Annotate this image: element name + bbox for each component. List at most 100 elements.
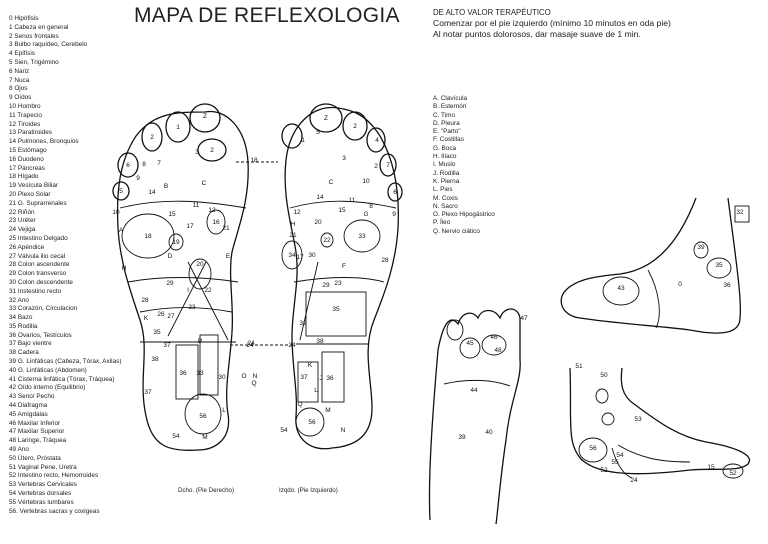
left-sole-zone-label: Q xyxy=(297,401,302,408)
right-sole-zone-label: 23 xyxy=(188,304,196,311)
right-sole-zone-label: 20 xyxy=(196,261,204,268)
right-sole-zone-label: 5 xyxy=(119,188,123,195)
right-sole-zone-label: B xyxy=(164,183,168,190)
foot-view-zone-label: 45 xyxy=(466,340,474,347)
numbered-zone-item: 9 Oídos xyxy=(9,94,32,102)
numbered-zone-item: 14 Pulmones, Bronquios xyxy=(9,138,79,146)
numbered-zone-item: 22 Riñón xyxy=(9,208,35,216)
lettered-zone-item: P. Íleo xyxy=(433,219,451,227)
numbered-zone-item: 36 Ovarios, Testículos xyxy=(9,331,72,339)
lettered-zone-item: O. Plexo Hipogástrico xyxy=(433,211,495,219)
left-sole-zone-label: C xyxy=(329,179,334,186)
right-sole-zone-label: 14 xyxy=(148,189,156,196)
foot-view-zone-label: 48 xyxy=(494,347,502,354)
numbered-zone-item: 44 Diafragma xyxy=(9,402,48,410)
right-sole-zone-label: 27 xyxy=(167,313,175,320)
numbered-zone-item: 20 Plexo Solar xyxy=(9,190,51,198)
left-sole-zone-label: K xyxy=(308,362,313,369)
numbered-zone-item: 51 Vaginal Pene, Uretra xyxy=(9,463,77,471)
right-foot-caption: Dcho. (Pie Derecho) xyxy=(178,487,235,494)
right-sole-zone-label: L xyxy=(222,407,226,414)
foot-view-zone-label: 56 xyxy=(589,445,597,452)
left-sole-zone-label: N xyxy=(341,427,346,434)
left-sole-zone-label: 33 xyxy=(358,233,366,240)
left-sole-zone-label: 38 xyxy=(316,338,324,345)
right-sole-zone-label: 11 xyxy=(193,202,200,209)
right-sole-zone-label: K xyxy=(144,315,149,322)
left-sole-zone-label: G xyxy=(363,211,368,218)
left-sole-zone-label: 2 xyxy=(353,123,357,130)
left-sole-zone-label: 28 xyxy=(381,257,389,264)
right-sole-zone-label: 29 xyxy=(166,280,174,287)
right-sole-zone-label: 30 xyxy=(218,374,226,381)
foot-inner-view-drawing xyxy=(560,197,750,334)
left-sole-zone-label: 21 xyxy=(289,232,297,239)
foot-view-zone-label: 47 xyxy=(520,315,528,322)
numbered-zone-item: 27 Válvula ilio cecal xyxy=(9,252,66,260)
foot-view-zone-label: 51 xyxy=(575,363,583,370)
right-sole-zone-label: 21 xyxy=(222,225,230,232)
lettered-zone-item: F. Costillas xyxy=(433,136,464,144)
right-sole-zone-label: O xyxy=(241,373,246,380)
right-sole-zone-label: 6 xyxy=(126,162,130,169)
numbered-zone-item: 15 Estómago xyxy=(9,146,47,154)
numbered-zone-item: 38 Cadera xyxy=(9,349,39,357)
left-sole-zone-label: 3 xyxy=(342,155,346,162)
right-sole-zone-label: 38 xyxy=(151,356,159,363)
right-sole-zone-label: 15 xyxy=(168,211,176,218)
right-sole-zone-label: 7 xyxy=(157,160,161,167)
left-sole-zone-label: 4 xyxy=(375,137,379,144)
foot-view-zone-label: 55 xyxy=(611,459,619,466)
right-sole-zone-label: 17 xyxy=(186,223,194,230)
right-sole-zone-label: 36 xyxy=(179,370,187,377)
foot-view-zone-label: 0 xyxy=(678,281,682,288)
note-line-2: Al notar puntos dolorosos, dar masaje su… xyxy=(433,29,641,39)
lettered-zone-item: D. Pleura xyxy=(433,119,460,127)
foot-view-zone-label: 53 xyxy=(634,416,642,423)
left-sole-zone-label: 15 xyxy=(338,207,346,214)
numbered-zone-item: 8 Ojos xyxy=(9,85,28,93)
numbered-zone-item: 10 Hombro xyxy=(9,102,41,110)
right-sole-zone-label: 2 xyxy=(210,147,214,154)
numbered-zone-item: 37 Bajo vientre xyxy=(9,340,52,348)
left-foot-caption: Izqdo. (Pie Izquierdo) xyxy=(279,487,338,494)
numbered-zone-item: 45 Amígdalas xyxy=(9,410,48,418)
left-sole-zone-label: 36 xyxy=(326,375,334,382)
note-line-1: Comenzar por el pie izquierdo (mínimo 10… xyxy=(433,18,671,28)
lettered-zone-item: I. Muslo xyxy=(433,161,456,169)
numbered-zone-item: 35 Rodilla xyxy=(9,322,38,330)
right-sole-zone-label: 22 xyxy=(204,287,212,294)
left-sole-zone-label: 30 xyxy=(308,252,316,259)
numbered-zone-item: 13 Paratiroides xyxy=(9,129,52,137)
lettered-zone-item: B. Esternón xyxy=(433,103,467,111)
numbered-zone-item: 52 Intestino recto, Hemorroides xyxy=(9,472,99,480)
right-sole-zone-label: A xyxy=(119,227,124,234)
left-sole-zone-label: 54 xyxy=(280,427,288,434)
right-sole-zone-label: H xyxy=(122,265,127,272)
left-sole-zone-label: 10 xyxy=(362,178,370,185)
left-sole-zone-label: F xyxy=(342,263,346,270)
right-sole-zone-label: 1 xyxy=(176,124,180,131)
right-sole-zone-label: P xyxy=(198,338,202,345)
right-sole-zone-label: 35 xyxy=(153,329,161,336)
callout-lines xyxy=(230,161,292,346)
numbered-zone-item: 31 Instestino recto xyxy=(9,287,62,295)
foot-view-zone-label: 52 xyxy=(600,467,608,474)
numbered-zone-item: 5 Sien, Trigémino xyxy=(9,58,59,66)
numbered-zone-item: 48 Laringe, Tráquea xyxy=(9,437,67,445)
right-sole-zone-label: 8 xyxy=(142,161,146,168)
numbered-zone-item: 53 Vertebras Cervicales xyxy=(9,481,77,489)
note-heading: DE ALTO VALOR TERAPÉUTICO xyxy=(433,8,551,17)
numbered-zone-item: 34 Bazo xyxy=(9,314,33,322)
foot-view-zone-label: 40 xyxy=(485,429,493,436)
left-sole-zone-label: 2 xyxy=(374,163,378,170)
numbered-zone-item: 21 G. Suprarrenales xyxy=(9,199,67,207)
left-sole-zone-label: 34 xyxy=(288,252,296,259)
right-sole-zone-label: 33 xyxy=(196,370,204,377)
left-sole-zone-label: Z xyxy=(324,115,328,122)
right-sole-zone-label: D xyxy=(168,253,173,260)
right-sole-drawing xyxy=(112,103,249,451)
numbered-zone-item: 42 Oído interno (Equilibrio) xyxy=(9,384,86,392)
